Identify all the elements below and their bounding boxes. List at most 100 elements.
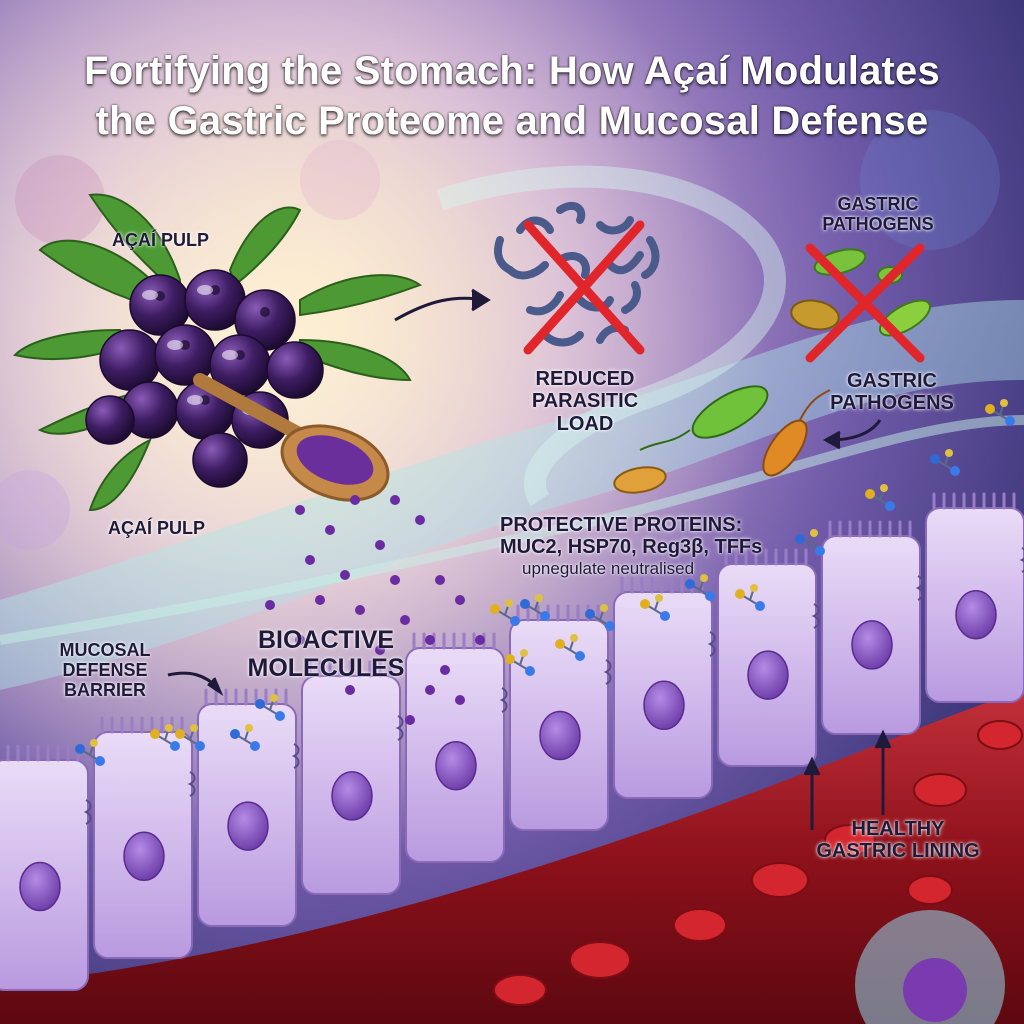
molecule-icon: [505, 649, 535, 676]
cell-nucleus: [331, 771, 373, 821]
label-mucosal-defense-barrier: MUCOSAL DEFENSE BARRIER: [40, 640, 170, 700]
epithelial-cell: [301, 660, 404, 895]
red-blood-cell: [913, 773, 967, 807]
arrow-icon: [394, 288, 491, 322]
molecule-icon: [985, 399, 1015, 426]
molecule-icon: [490, 599, 520, 626]
epithelial-cell: [197, 688, 300, 927]
blood-vessel: [0, 690, 1024, 1024]
cell-nucleus: [851, 620, 893, 670]
epithelial-cell: [717, 548, 820, 767]
protective-protein-molecules: [75, 399, 1015, 766]
molecule-dot: [390, 575, 400, 585]
label-line: HEALTHY: [851, 818, 945, 840]
red-blood-cell: [569, 941, 631, 979]
molecule-icon: [175, 724, 205, 751]
title-line-1: Fortifying the Stomach: How Açaí Modulat…: [84, 49, 940, 93]
molecule-icon: [735, 584, 765, 611]
molecule-dot: [400, 615, 410, 625]
molecule-dot: [340, 570, 350, 580]
label-line: BARRIER: [63, 680, 146, 701]
molecule-icon: [150, 724, 180, 751]
molecule-dot: [405, 715, 415, 725]
label-line: REDUCED: [535, 368, 635, 390]
cell-nucleus: [435, 740, 477, 791]
label-line: MOLECULES: [247, 654, 405, 682]
red-blood-cell: [824, 824, 876, 856]
cell-nucleus: [643, 680, 685, 731]
protective-list: MUC2, HSP70, Reg3β, TFFs: [500, 536, 763, 559]
molecule-dot: [345, 685, 355, 695]
molecule-icon: [795, 529, 825, 556]
label-line: GASTRIC: [837, 194, 919, 214]
molecule-dot: [435, 575, 445, 585]
cell-nucleus: [747, 650, 789, 700]
red-blood-cell: [977, 720, 1023, 750]
label-protective-proteins: PROTECTIVE PROTEINS: MUC2, HSP70, Reg3β,…: [500, 514, 800, 578]
label-line: PATHOGENS: [830, 392, 954, 415]
molecule-dot: [325, 525, 335, 535]
molecule-icon: [930, 449, 960, 476]
epithelial-cell: [0, 744, 92, 991]
epithelial-cell: [821, 520, 924, 735]
label-line: BIOACTIVE: [257, 626, 395, 654]
bioactive-molecule-particles: [265, 495, 485, 725]
molecule-dot: [455, 595, 465, 605]
molecule-dot: [425, 635, 435, 645]
cross-mark-icon: [523, 220, 645, 355]
arrow-icon: [167, 671, 224, 697]
epithelial-cell: [613, 576, 716, 799]
cell-nucleus: [19, 861, 61, 912]
red-blood-cell: [673, 908, 727, 942]
protective-title: PROTECTIVE PROTEINS:: [500, 514, 743, 536]
molecule-dot: [305, 555, 315, 565]
molecule-icon: [685, 574, 715, 601]
molecule-dot: [375, 540, 385, 550]
molecule-dot: [375, 645, 385, 655]
cell-nucleus: [123, 831, 165, 882]
molecule-icon: [865, 484, 895, 511]
molecule-icon: [230, 724, 260, 751]
title-line-2: the Gastric Proteome and Mucosal Defense: [95, 99, 929, 143]
label-line: GASTRIC LINING: [816, 840, 980, 863]
acai-berry-cluster-icon: [13, 193, 423, 512]
epithelial-cell: [93, 716, 196, 959]
epithelial-cell: [405, 632, 508, 863]
molecule-icon: [75, 739, 105, 766]
label-line: MUCOSAL: [59, 640, 151, 660]
label-line: PATHOGENS: [822, 214, 934, 235]
arrow-icon: [803, 729, 892, 830]
label-reduced-parasitic-load: REDUCED PARASITIC LOAD: [520, 368, 650, 435]
molecule-dot: [455, 695, 465, 705]
molecule-dot: [265, 600, 275, 610]
label-healthy-gastric-lining: HEALTHY GASTRIC LINING: [808, 818, 988, 863]
spoon-icon: [193, 373, 390, 502]
label-line: PARASITIC: [531, 390, 639, 413]
red-blood-cell: [751, 862, 809, 898]
molecule-dot: [425, 685, 435, 695]
molecule-dot: [475, 635, 485, 645]
molecule-icon: [255, 694, 285, 721]
molecule-icon: [640, 594, 670, 621]
epithelial-cell: [925, 492, 1024, 703]
cell-nucleus: [955, 589, 997, 640]
molecule-dot: [355, 605, 365, 615]
arrow-icon: [822, 419, 882, 450]
molecule-icon: [555, 634, 585, 661]
cell-nucleus: [539, 710, 581, 761]
floating-cell: [855, 910, 1005, 1024]
label-bioactive-molecules: BIOACTIVE MOLECULES: [236, 626, 416, 682]
molecule-dot: [295, 635, 305, 645]
molecule-icon: [585, 604, 615, 631]
cell-nucleus: [227, 801, 269, 851]
molecule-dot: [315, 595, 325, 605]
molecule-dot: [390, 495, 400, 505]
molecule-dot: [440, 665, 450, 675]
red-blood-cell: [907, 875, 953, 905]
bacteria-icon: [613, 385, 831, 494]
molecule-dot: [415, 515, 425, 525]
cross-mark-icon: [805, 243, 925, 363]
label-acai-pulp-bottom: AÇAÍ PULP: [108, 518, 206, 538]
label-line: LOAD: [556, 412, 614, 435]
